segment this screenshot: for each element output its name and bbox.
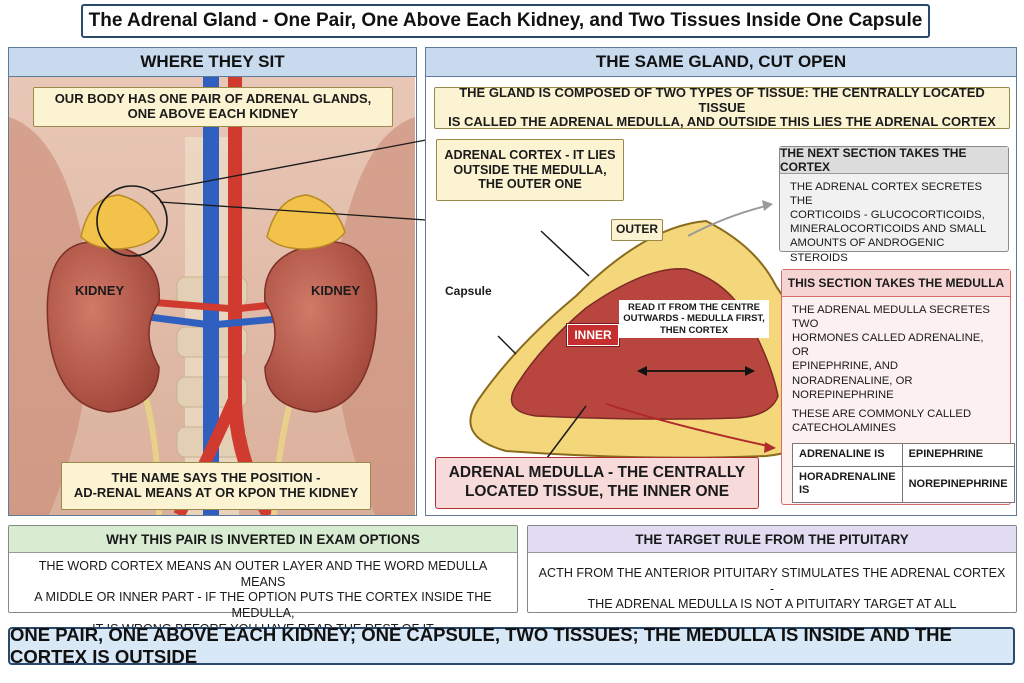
table-cell: NOREPINEPHRINE	[901, 465, 1015, 504]
kidney-right-label: KIDNEY	[311, 283, 361, 298]
read-note-line2: OUTWARDS - MEDULLA FIRST,	[623, 313, 765, 325]
pituitary-rule-box: THE TARGET RULE FROM THE PITUITARY ACTH …	[527, 525, 1017, 613]
inner-tag: INNER	[566, 323, 620, 347]
capsule-label: Capsule	[445, 284, 492, 298]
summary-footer: ONE PAIR, ONE ABOVE EACH KIDNEY; ONE CAP…	[8, 624, 1015, 667]
medulla-info-body: THE ADRENAL MEDULLA SECRETES TWO HORMONE…	[782, 297, 1015, 509]
read-note-line3: THEN CORTEX	[659, 324, 729, 336]
medulla-info-box: THIS SECTION TAKES THE MEDULLA THE ADREN…	[781, 269, 1015, 505]
callout-one-pair-line2: ONE ABOVE EACH KIDNEY	[127, 106, 299, 121]
cortex-callout: ADRENAL CORTEX - IT LIES OUTSIDE THE MED…	[436, 139, 624, 201]
table-row: ADRENALINE IS EPINEPHRINE	[792, 442, 1015, 467]
medulla-info-line4: NOREPINEPHRINE	[792, 388, 894, 401]
hormone-synonym-table: ADRENALINE IS EPINEPHRINE HORADRENALINE …	[792, 442, 1015, 504]
medulla-callout-line2: LOCATED TISSUE, THE INNER ONE	[464, 483, 730, 500]
medulla-info-line2: HORMONES CALLED ADRENALINE, OR	[792, 332, 984, 359]
medulla-info-heading: THIS SECTION TAKES THE MEDULLA	[782, 270, 1010, 297]
medulla-callout-line1: ADRENAL MEDULLA - THE CENTRALLY	[448, 464, 746, 482]
cortex-info-heading: THE NEXT SECTION TAKES THE CORTEX	[780, 146, 1008, 174]
tissue-intro-line1: THE GLAND IS COMPOSED OF TWO TYPES OF TI…	[459, 84, 985, 115]
tissue-intro-callout: THE GLAND IS COMPOSED OF TWO TYPES OF TI…	[434, 84, 1010, 130]
cortex-info-line3: MINERALOCORTICOIDS AND SMALL	[790, 223, 987, 236]
callout-one-pair: OUR BODY HAS ONE PAIR OF ADRENAL GLANDS,…	[33, 87, 393, 127]
cortex-info-line1: THE ADRENAL CORTEX SECRETES THE	[790, 181, 983, 208]
exam-options-line2: A MIDDLE OR INNER PART - IF THE OPTION P…	[34, 590, 492, 621]
table-cell: ADRENALINE IS	[792, 442, 903, 467]
kidney-left-label: KIDNEY	[75, 283, 125, 298]
medulla-callout: ADRENAL MEDULLA - THE CENTRALLY LOCATED …	[435, 457, 759, 509]
pituitary-rule-line2: THE ADRENAL MEDULLA IS NOT A PITUITARY T…	[587, 597, 957, 612]
read-note-line1: READ IT FROM THE CENTRE	[628, 302, 760, 313]
medulla-info-line5: THESE ARE COMMONLY CALLED	[792, 407, 972, 420]
medulla-info-line6: CATECHOLAMINES	[792, 421, 896, 434]
table-cell: EPINEPHRINE	[901, 442, 1015, 467]
callout-name-line1: THE NAME SAYS THE POSITION -	[111, 470, 321, 486]
outer-tag: OUTER	[611, 219, 663, 241]
cortex-info-line2: CORTICOIDS - GLUCOCORTICOIDS,	[790, 209, 985, 222]
right-panel-heading: THE SAME GLAND, CUT OPEN	[426, 48, 1016, 77]
pituitary-rule-heading: THE TARGET RULE FROM THE PITUITARY	[528, 526, 1016, 553]
cortex-callout-line2: OUTSIDE THE MEDULLA,	[453, 162, 607, 177]
cortex-info-box: THE NEXT SECTION TAKES THE CORTEX THE AD…	[779, 146, 1009, 264]
read-order-note: READ IT FROM THE CENTRE OUTWARDS - MEDUL…	[619, 300, 769, 339]
left-panel: WHERE THEY SIT	[8, 47, 417, 516]
callout-name-line2: AD-RENAL MEANS AT OR KPON THE KIDNEY	[73, 485, 359, 500]
right-panel: THE SAME GLAND, CUT OPEN THE GLAND IS CO…	[425, 47, 1017, 516]
left-panel-heading: WHERE THEY SIT	[9, 48, 416, 77]
tissue-intro-line2: IS CALLED THE ADRENAL MEDULLA, AND OUTSI…	[448, 114, 996, 130]
callout-one-pair-line1: OUR BODY HAS ONE PAIR OF ADRENAL GLANDS,	[54, 91, 372, 107]
cortex-info-line4: AMOUNTS OF ANDROGENIC STEROIDS	[790, 237, 945, 264]
exam-options-line1: THE WORD CORTEX MEANS AN OUTER LAYER AND…	[38, 559, 488, 589]
medulla-info-line1: THE ADRENAL MEDULLA SECRETES TWO	[792, 304, 990, 331]
page-title: The Adrenal Gland - One Pair, One Above …	[81, 4, 930, 38]
cortex-callout-line3: THE OUTER ONE	[478, 177, 582, 192]
medulla-info-line3: EPINEPHRINE, AND NORADRENALINE, OR	[792, 360, 913, 387]
table-cell: HORADRENALINE IS	[792, 465, 903, 504]
exam-options-box: WHY THIS PAIR IS INVERTED IN EXAM OPTION…	[8, 525, 518, 636]
pituitary-rule-line1: ACTH FROM THE ANTERIOR PITUITARY STIMULA…	[538, 566, 1006, 596]
table-row: HORADRENALINE IS NOREPINEPHRINE	[792, 465, 1015, 504]
cortex-info-body: THE ADRENAL CORTEX SECRETES THE CORTICOI…	[780, 174, 1008, 271]
exam-options-heading: WHY THIS PAIR IS INVERTED IN EXAM OPTION…	[9, 526, 517, 553]
pituitary-rule-body: ACTH FROM THE ANTERIOR PITUITARY STIMULA…	[528, 553, 1016, 619]
callout-name-position: THE NAME SAYS THE POSITION - AD-RENAL ME…	[61, 462, 371, 510]
cortex-callout-line1: ADRENAL CORTEX - IT LIES	[444, 148, 616, 163]
